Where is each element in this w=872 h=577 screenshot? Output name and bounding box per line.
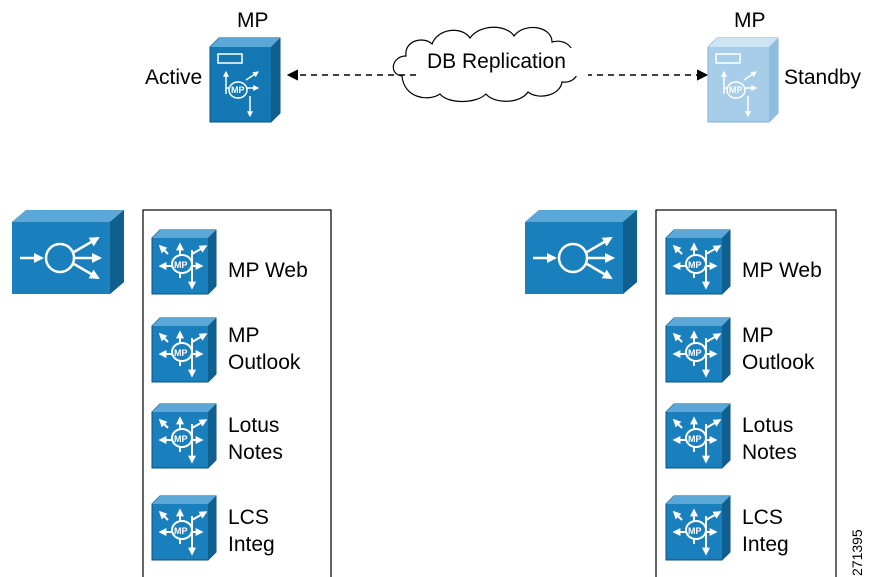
left-module-lcs-integ: MP LCS Integ	[152, 496, 275, 560]
right-cluster-box	[655, 209, 837, 577]
standby-server-icon: MP	[707, 37, 779, 123]
left-lcs-integ-label-line2: Integ	[228, 533, 275, 556]
left-mp-web-label-line1: MP Web	[228, 259, 308, 282]
left-mp-outlook-icon-text: MP	[174, 348, 188, 358]
right-mp-outlook-label-line1: MP	[742, 324, 774, 347]
right-lcs-integ-icon-text: MP	[688, 526, 702, 536]
left-lotus-notes-icon-text: MP	[174, 434, 188, 444]
left-cluster-box	[142, 209, 332, 577]
left-module-mp-outlook: MP MP Outlook	[152, 318, 301, 382]
right-router-icon	[525, 210, 637, 294]
active-server-icon: MP	[209, 37, 281, 123]
right-cluster: MP MP Web MP MP Outlook MP Lotus Notes M…	[525, 209, 837, 577]
standby-server: MP Standby MP	[707, 9, 862, 123]
right-lotus-notes-icon-text: MP	[688, 434, 702, 444]
right-module-mp-web: MP MP Web	[666, 230, 822, 294]
left-lcs-integ-label-line1: LCS	[228, 506, 269, 529]
right-lotus-notes-label-line2: Notes	[742, 441, 797, 464]
right-module-lcs-integ: MP LCS Integ	[666, 496, 789, 560]
right-lcs-integ-label-line2: Integ	[742, 533, 789, 556]
right-mp-web-icon-text: MP	[688, 260, 702, 270]
left-module-lotus-notes: MP Lotus Notes	[152, 404, 283, 468]
left-lotus-notes-label-line1: Lotus	[228, 414, 279, 437]
left-mp-outlook-label-line2: Outlook	[228, 351, 301, 374]
left-router-icon	[12, 210, 124, 294]
standby-server-title: MP	[734, 9, 766, 32]
left-mp-web-icon-text: MP	[174, 260, 188, 270]
active-server-icon-text: MP	[231, 85, 245, 95]
db-replication-label: DB Replication	[427, 50, 566, 73]
right-lotus-notes-label-line1: Lotus	[742, 414, 793, 437]
active-server-title: MP	[237, 9, 269, 32]
active-server: MP Active MP	[145, 9, 281, 123]
left-lcs-integ-icon-text: MP	[174, 526, 188, 536]
figure-id: 271395	[849, 529, 865, 576]
right-lcs-integ-label-line1: LCS	[742, 506, 783, 529]
right-module-lotus-notes: MP Lotus Notes	[666, 404, 797, 468]
left-mp-outlook-label-line1: MP	[228, 324, 260, 347]
standby-server-state-label: Standby	[784, 66, 862, 89]
right-mp-outlook-label-line2: Outlook	[742, 351, 815, 374]
db-replication-link: DB Replication	[286, 26, 709, 103]
left-cluster: MP MP Web MP MP Outlook MP Lotus Notes M…	[12, 209, 332, 577]
right-mp-outlook-icon-text: MP	[688, 348, 702, 358]
standby-server-icon-text: MP	[729, 85, 743, 95]
left-module-mp-web: MP MP Web	[152, 230, 308, 294]
left-lotus-notes-label-line2: Notes	[228, 441, 283, 464]
right-mp-web-label-line1: MP Web	[742, 259, 822, 282]
right-module-mp-outlook: MP MP Outlook	[666, 318, 815, 382]
active-server-state-label: Active	[145, 66, 202, 89]
